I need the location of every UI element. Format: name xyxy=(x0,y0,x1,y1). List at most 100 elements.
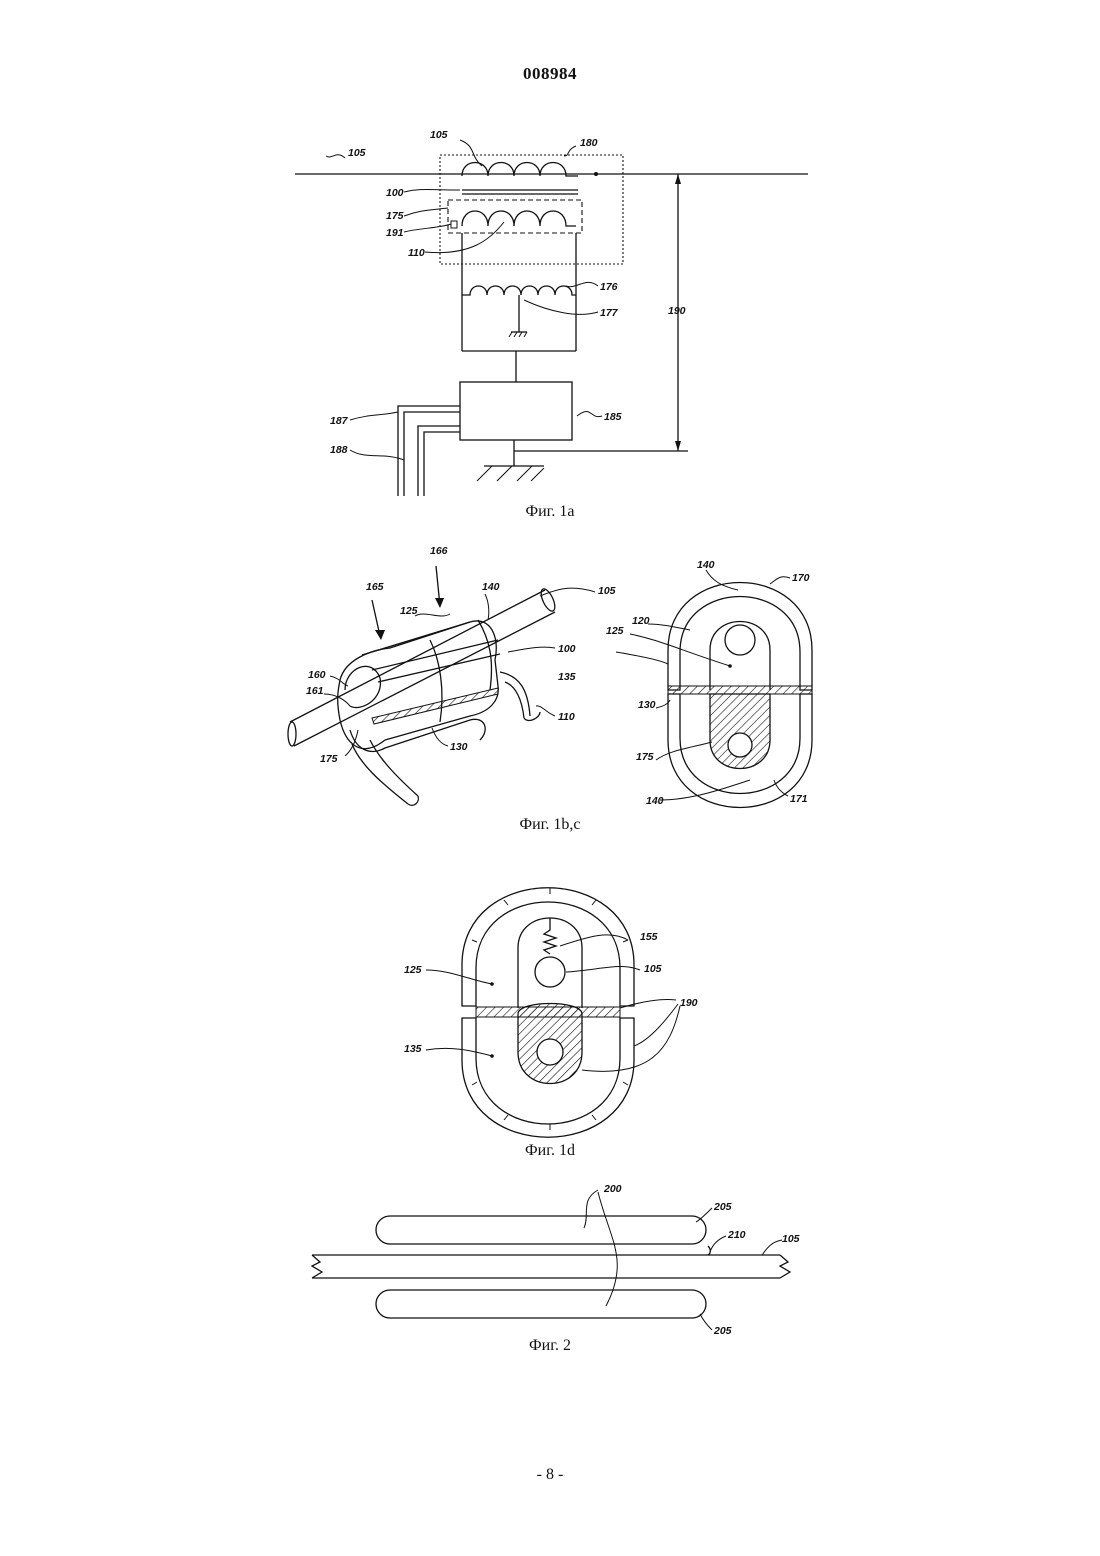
ref-label: 188 xyxy=(330,444,348,456)
lead-175 xyxy=(370,740,418,796)
ref-label: 190 xyxy=(668,305,686,317)
arrowhead xyxy=(675,441,681,451)
figure-1a-caption: Фиг. 1а xyxy=(0,503,1100,521)
figure-1d-caption: Фиг. 1d xyxy=(0,1142,1100,1160)
ref-label: 125 xyxy=(606,625,624,637)
arrowhead xyxy=(675,174,681,184)
leader xyxy=(616,652,668,664)
ref-label: 187 xyxy=(330,415,349,427)
ref-label: 175 xyxy=(320,753,338,765)
leader xyxy=(660,780,750,800)
leader xyxy=(648,624,690,630)
ref-label: 210 xyxy=(727,1229,746,1241)
ground-hatch xyxy=(514,332,517,337)
lead-110 xyxy=(505,682,524,718)
figure-1a: 105 105 180 100 175 191 110 176 177 190 … xyxy=(295,129,808,496)
ref-label: 125 xyxy=(404,964,422,976)
leader xyxy=(426,970,492,984)
leader xyxy=(634,1004,678,1046)
ref-label: 175 xyxy=(636,751,654,763)
leader xyxy=(560,935,628,946)
ref-label: 180 xyxy=(580,137,598,149)
arrowhead xyxy=(375,630,385,640)
ref-label: 170 xyxy=(792,572,810,584)
ground-hatch xyxy=(517,466,532,481)
leader xyxy=(508,647,555,652)
break-left xyxy=(312,1255,322,1278)
junction-dot xyxy=(594,172,598,176)
ground-hatch xyxy=(519,332,522,337)
leader xyxy=(324,694,350,706)
leader xyxy=(710,1236,726,1252)
secondary-coil xyxy=(462,211,576,226)
leader xyxy=(350,412,398,420)
lead-175 xyxy=(352,744,408,804)
leader xyxy=(620,999,676,1008)
ref-label: 110 xyxy=(558,711,575,723)
leader xyxy=(577,411,602,416)
ref-label: 105 xyxy=(782,1233,800,1245)
lead-110 xyxy=(500,672,530,716)
bore xyxy=(728,733,752,757)
leader xyxy=(762,1240,782,1255)
ref-label: 166 xyxy=(430,545,448,557)
ref-label: 185 xyxy=(604,411,622,423)
clamp-seam xyxy=(478,620,492,690)
ref-label: 100 xyxy=(558,643,576,655)
ref-label: 140 xyxy=(482,581,500,593)
ref-label: 205 xyxy=(713,1201,732,1213)
figure-2-caption: Фиг. 2 xyxy=(0,1337,1100,1355)
lead-175-end xyxy=(408,796,418,805)
ref-label: 110 xyxy=(408,247,425,259)
ref-label: 165 xyxy=(366,581,384,593)
figure-1c: 140 170 120 125 130 175 140 171 xyxy=(606,559,812,808)
ground-hatch xyxy=(477,466,492,481)
split-layer xyxy=(668,686,812,694)
ref-label: 105 xyxy=(430,129,448,141)
leader xyxy=(415,614,450,616)
housing-175 xyxy=(448,200,582,233)
ref-label: 140 xyxy=(697,559,715,571)
ref-label: 191 xyxy=(386,227,404,239)
box-185 xyxy=(460,382,572,440)
rod-end xyxy=(288,722,296,746)
figure-1b: 166 165 125 140 105 160 161 175 130 100 … xyxy=(288,545,616,805)
leader xyxy=(350,450,404,460)
ground-hatch xyxy=(497,466,512,481)
leader xyxy=(656,742,712,760)
ref-label: 200 xyxy=(603,1183,622,1195)
bore xyxy=(537,1039,563,1065)
ref-label: 190 xyxy=(680,997,698,1009)
break-right xyxy=(780,1255,790,1278)
ref-label: 120 xyxy=(632,615,650,627)
leader xyxy=(460,140,482,166)
ref-label: 176 xyxy=(600,281,618,293)
ref-label: 205 xyxy=(713,1325,732,1337)
ref-label: 160 xyxy=(308,669,326,681)
upper-shell xyxy=(462,888,634,1006)
leader xyxy=(326,155,345,158)
ref-label: 105 xyxy=(598,585,616,597)
ref-label: 105 xyxy=(644,963,662,975)
lead-188b xyxy=(424,432,460,496)
leader xyxy=(404,224,451,232)
ref-label: 155 xyxy=(640,931,658,943)
figure-2: 200 205 210 105 205 xyxy=(312,1183,800,1337)
leader xyxy=(426,1048,492,1056)
page-number: - 8 - xyxy=(0,1466,1100,1484)
ground-hatch xyxy=(524,332,527,337)
ref-label: 171 xyxy=(790,793,808,805)
leader xyxy=(696,1208,712,1222)
leader xyxy=(598,1192,617,1306)
ref-label: 140 xyxy=(646,795,664,807)
leader xyxy=(700,1314,712,1330)
upper-pad-205 xyxy=(376,1216,706,1244)
ref-label: 177 xyxy=(600,307,619,319)
ref-label: 130 xyxy=(638,699,656,711)
split-hatch xyxy=(372,688,498,724)
ref-label: 135 xyxy=(404,1043,422,1055)
lead-187b xyxy=(404,412,460,496)
arrowhead xyxy=(435,598,444,608)
figure-1d: 155 105 125 190 135 xyxy=(404,888,698,1138)
